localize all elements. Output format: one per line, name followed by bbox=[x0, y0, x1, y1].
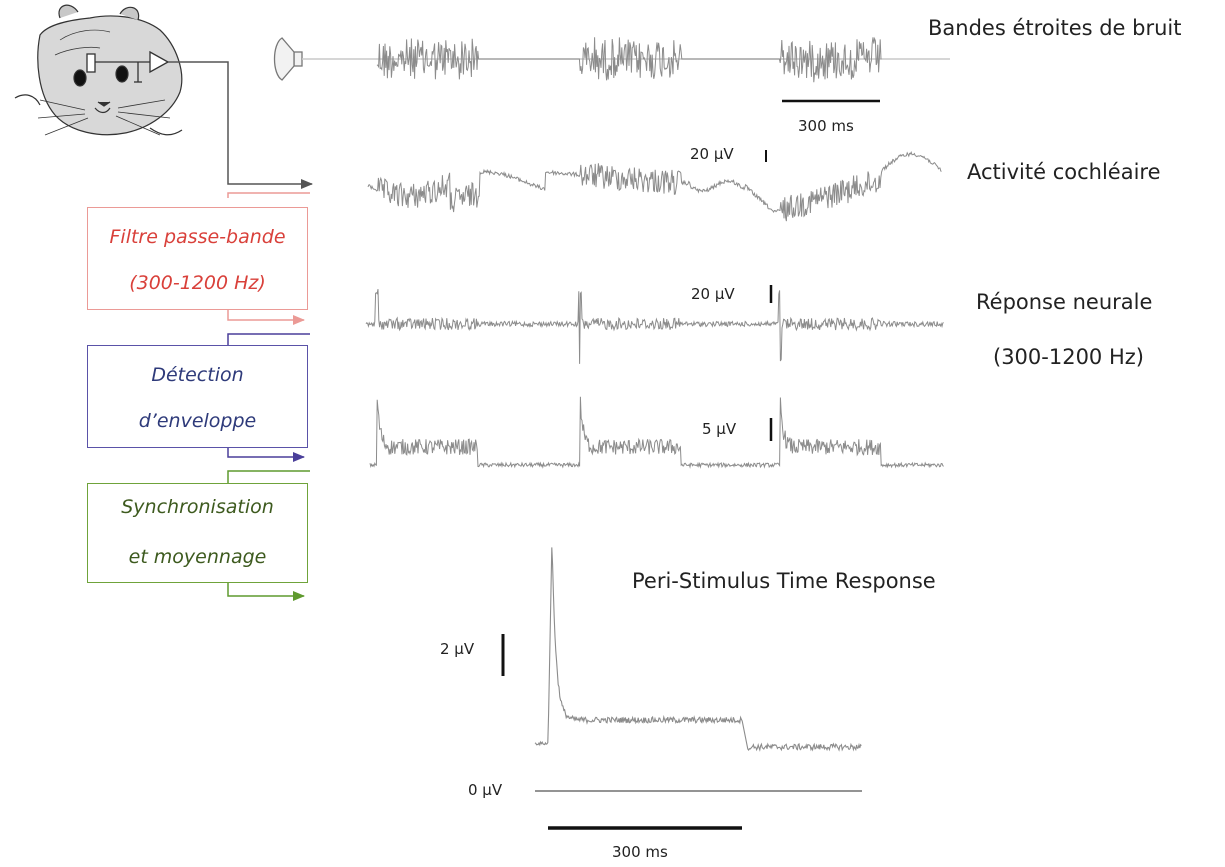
neural-label: Réponse neurale bbox=[976, 290, 1153, 314]
stim-time-scale-label: 300 ms bbox=[798, 117, 854, 135]
cochlear-activity-trace bbox=[367, 150, 942, 222]
envelope-detection-title: Détection bbox=[151, 364, 244, 386]
gerbil-illustration bbox=[14, 4, 183, 136]
sync-averaging-title: Synchronisation bbox=[121, 496, 274, 518]
envelope-detection-box: Détection d’enveloppe bbox=[87, 345, 308, 448]
filter-input-connector bbox=[227, 192, 310, 198]
envelope-amp-scale-label: 5 µV bbox=[702, 420, 737, 438]
pstr-amp-scale-label: 2 µV bbox=[440, 640, 475, 658]
sync-output-arrow bbox=[227, 583, 305, 601]
neural-range-label: (300-1200 Hz) bbox=[993, 345, 1144, 369]
envelope-input-connector bbox=[227, 333, 310, 345]
pstr-zero-label: 0 µV bbox=[468, 781, 503, 799]
neural-response-trace bbox=[365, 289, 944, 364]
bandpass-filter-box: Filtre passe-bande (300-1200 Hz) bbox=[87, 207, 308, 310]
cochlear-amp-scale-label: 20 µV bbox=[690, 145, 734, 163]
envelope-trace bbox=[369, 396, 944, 469]
amplifier-symbol bbox=[86, 50, 170, 83]
speaker-icon bbox=[273, 37, 303, 81]
envelope-output-arrow bbox=[227, 448, 305, 462]
bandpass-filter-range: (300-1200 Hz) bbox=[129, 272, 266, 294]
sync-averaging-subtitle: et moyennage bbox=[128, 546, 267, 568]
raw-signal-arrow bbox=[168, 61, 313, 189]
bandpass-filter-title: Filtre passe-bande bbox=[109, 226, 286, 248]
sync-input-connector bbox=[227, 470, 310, 483]
sync-averaging-box: Synchronisation et moyennage bbox=[87, 483, 308, 583]
stimulus-noise-bursts-trace bbox=[376, 36, 882, 83]
neural-amp-scale-label: 20 µV bbox=[691, 285, 735, 303]
envelope-detection-subtitle: d’enveloppe bbox=[138, 410, 257, 432]
pstr-time-scale-label: 300 ms bbox=[612, 843, 668, 861]
filter-output-arrow bbox=[227, 310, 305, 325]
pstr-label: Peri-Stimulus Time Response bbox=[632, 569, 936, 593]
pstr-trace bbox=[534, 547, 862, 752]
stimulus-label: Bandes étroites de bruit bbox=[928, 16, 1182, 40]
cochlear-label: Activité cochléaire bbox=[967, 160, 1161, 184]
